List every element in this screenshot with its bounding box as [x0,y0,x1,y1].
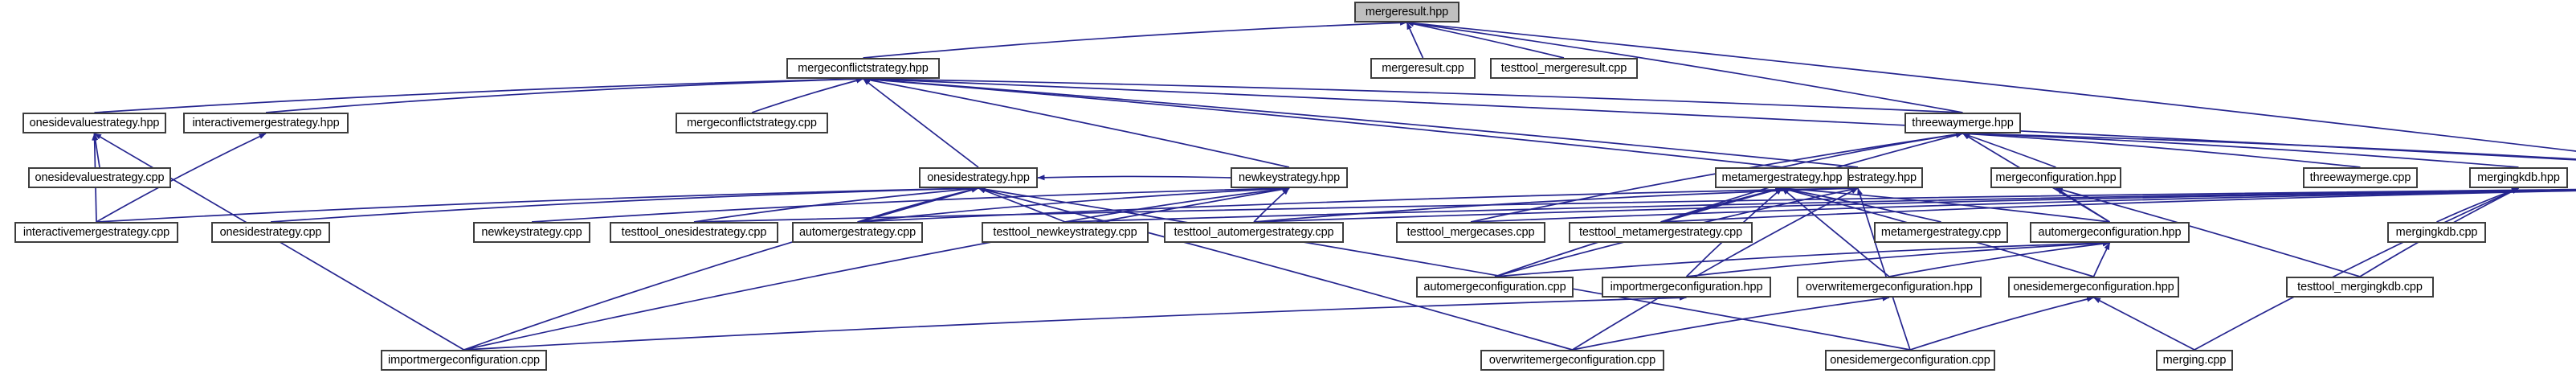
graph-edge [2436,187,2519,223]
graph-node-testtool-mergecases-cpp[interactable]: testtool_mergecases.cpp [1396,222,1545,243]
graph-edge [2093,297,2195,351]
graph-edge [1064,186,1290,223]
graph-node-testtool-metamergestrategy-cpp[interactable]: testtool_metamergestrategy.cpp [1569,222,1753,243]
graph-node-threewaymerge-hpp[interactable]: threewaymerge.hpp [1904,113,2021,133]
graph-edge [1686,240,2110,277]
graph-edge [463,187,979,351]
graph-edge [978,187,1573,351]
graph-edge [2092,242,2111,277]
graph-edge [2194,187,2519,351]
graph-edge [978,186,1911,351]
graph-node-mergingkdb-cpp[interactable]: mergingkdb.cpp [2387,222,2486,243]
graph-edge [978,187,1066,223]
graph-node-automergeconfiguration-cpp[interactable]: automergeconfiguration.cpp [1416,277,1574,298]
graph-edge [693,188,2576,223]
graph-node-threewaymerge-cpp[interactable]: threewaymerge.cpp [2303,167,2418,188]
graph-node-onesidestrategy-hpp[interactable]: onesidestrategy.hpp [919,167,1038,188]
graph-edge [1253,187,1290,223]
graph-edge [1253,185,1859,223]
graph-node-onesidestrategy-cpp[interactable]: onesidestrategy.cpp [211,222,330,243]
graph-edge [1253,189,2576,223]
graph-edge [1962,130,2519,168]
graph-edge [1037,174,1231,181]
graph-node-onesidemergeconfiguration-cpp[interactable]: onesidemergeconfiguration.cpp [1825,350,1995,371]
graph-edge [863,76,1782,168]
graph-node-automergeconfiguration-hpp[interactable]: automergeconfiguration.hpp [2030,222,2190,243]
graph-node-overwritemergeconfiguration-hpp[interactable]: overwritemergeconfiguration.hpp [1797,277,1982,298]
graph-edge [1782,186,2110,223]
graph-node-interactivemergestrategy-cpp[interactable]: interactivemergestrategy.cpp [14,222,178,243]
graph-edge [1406,20,2576,152]
graph-edge [463,294,1687,351]
graph-node-mergeconflictstrategy-cpp[interactable]: mergeconflictstrategy.cpp [676,113,828,133]
graph-node-newkeystrategy-cpp[interactable]: newkeystrategy.cpp [473,222,590,243]
graph-node-metamergestrategy-hpp[interactable]: metamergestrategy.hpp [1715,167,1849,188]
graph-edge [531,185,1290,223]
graph-edge [863,76,2576,161]
graph-node-automergestrategy-cpp[interactable]: automergestrategy.cpp [792,222,923,243]
graph-edge [863,76,1859,168]
graph-edge [1572,295,1890,351]
graph-edge [751,77,863,113]
graph-edge [1909,296,2094,351]
graph-edge [94,76,863,113]
graph-edge [1406,21,1565,59]
graph-edge [1782,187,1941,223]
graph-edge [1660,187,1782,223]
graph-node-testtool-onesidestrategy-cpp[interactable]: testtool_onesidestrategy.cpp [610,222,778,243]
graph-node-onesidevaluestrategy-hpp[interactable]: onesidevaluestrategy.hpp [22,113,166,133]
graph-edge [1781,187,1890,277]
graph-node-newkeystrategy-hpp[interactable]: newkeystrategy.hpp [1231,167,1348,188]
graph-edge [857,185,1859,223]
graph-edge [857,185,1290,223]
graph-node-onesidemergeconfiguration-hpp[interactable]: onesidemergeconfiguration.hpp [2008,277,2179,298]
graph-node-onesidevaluestrategy-cpp[interactable]: onesidevaluestrategy.cpp [28,167,171,188]
graph-edge [2055,187,2110,223]
graph-edge [1064,189,2576,223]
graph-edge [92,133,100,168]
graph-node-testtool-mergeresult-cpp[interactable]: testtool_mergeresult.cpp [1490,58,1638,79]
graph-node-testtool-automergestrategy-cpp[interactable]: testtool_automergestrategy.cpp [1164,222,1344,243]
graph-edge [1962,131,2361,168]
graph-edge [1962,130,2576,160]
graph-node-metamergestrategy-cpp[interactable]: metamergestrategy.cpp [1874,222,2008,243]
graph-edge [270,185,979,223]
graph-node-importmergeconfiguration-hpp[interactable]: importmergeconfiguration.hpp [1602,277,1771,298]
graph-edge [463,186,1290,351]
graph-node-testtool-newkeystrategy-cpp[interactable]: testtool_newkeystrategy.cpp [982,222,1149,243]
graph-node-merging-cpp[interactable]: merging.cpp [2156,350,2233,371]
graph-edge [1470,189,2576,223]
graph-node-mergeresult-hpp[interactable]: mergeresult.hpp [1354,2,1459,23]
graph-node-mergeconfiguration-hpp[interactable]: mergeconfiguration.hpp [1990,167,2121,188]
graph-node-overwritemergeconfiguration-cpp[interactable]: overwritemergeconfiguration.cpp [1480,350,1664,371]
graph-edge [693,186,979,223]
graph-node-testtool-mergingkdb-cpp[interactable]: testtool_mergingkdb.cpp [2286,277,2434,298]
graph-edge [863,77,1290,168]
graph-edge [862,78,979,168]
graph-node-mergeresult-cpp[interactable]: mergeresult.cpp [1370,58,1476,79]
graph-edge [863,76,1963,113]
graph-edge [863,19,1407,59]
graph-edge [1888,240,2110,277]
graph-edge [1660,190,2576,223]
graph-edge [1962,133,2056,168]
graph-node-mergingkdb-hpp[interactable]: mergingkdb.hpp [2469,167,2568,188]
graph-node-mergeconflictstrategy-hpp[interactable]: mergeconflictstrategy.hpp [786,58,940,79]
graph-edge [1782,131,1963,168]
graph-edge [1494,240,2110,277]
graph-node-importmergeconfiguration-cpp[interactable]: importmergeconfiguration.cpp [381,350,547,371]
graph-edge [1572,187,1859,351]
graph-edge [1857,187,1911,351]
graph-edge [857,187,979,223]
graph-edge [96,185,979,223]
graph-node-interactivemergestrategy-hpp[interactable]: interactivemergestrategy.hpp [183,113,349,133]
graph-edge [1406,22,1424,59]
graph-edge [265,76,863,113]
